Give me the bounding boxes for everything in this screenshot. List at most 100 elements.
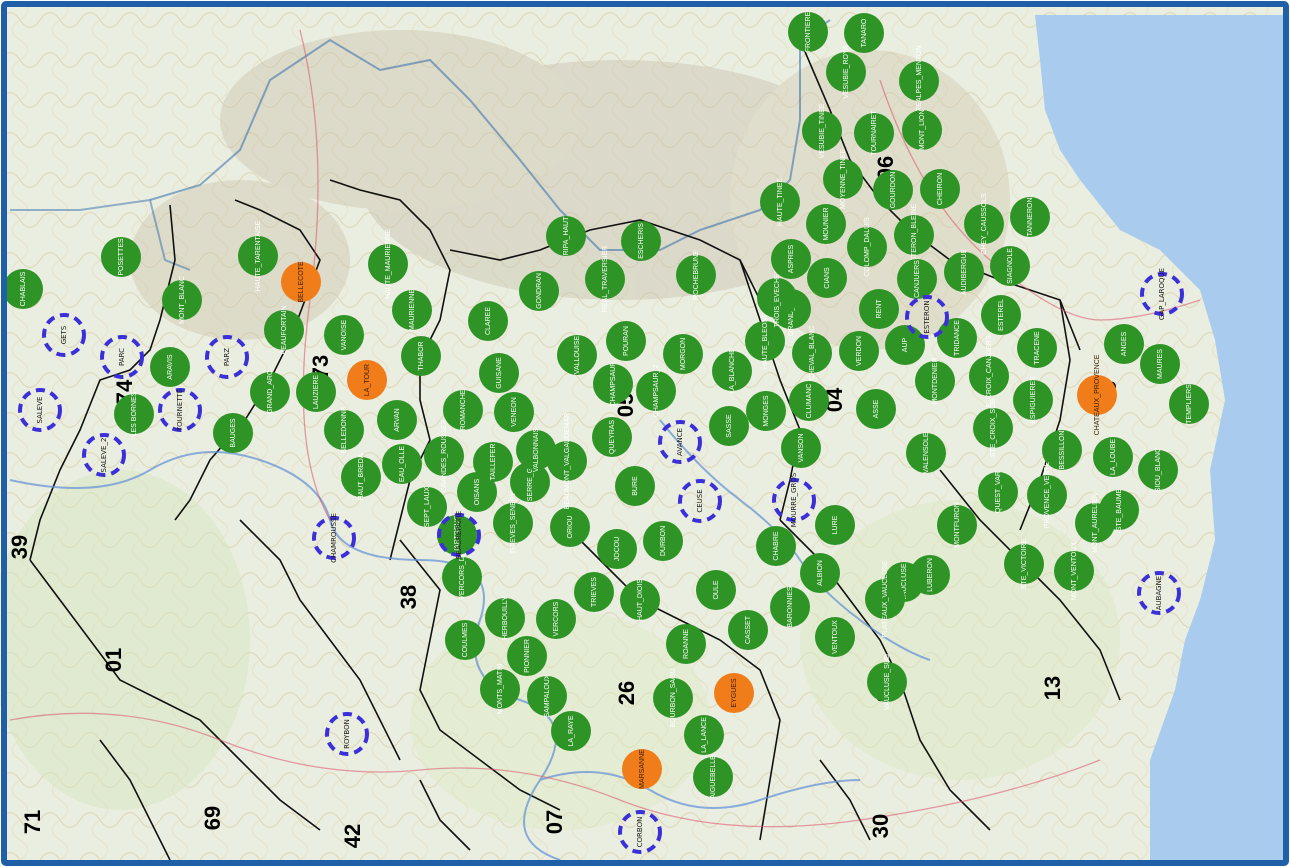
- green-site-marker[interactable]: [1099, 490, 1139, 530]
- green-site-marker[interactable]: [1013, 380, 1053, 420]
- green-site[interactable]: QUEST_VAR: [978, 471, 1018, 513]
- green-site[interactable]: HAUTE_MAURIENNE: [368, 229, 408, 299]
- green-site[interactable]: PLATEAUX_VAUCLUSE: [865, 560, 905, 638]
- green-site-marker[interactable]: [341, 457, 381, 497]
- green-site-marker[interactable]: [473, 442, 513, 482]
- green-site[interactable]: MONTDENIER: [915, 357, 955, 405]
- green-site-marker[interactable]: [437, 515, 477, 555]
- green-site-marker[interactable]: [468, 301, 508, 341]
- green-site-marker[interactable]: [756, 526, 796, 566]
- green-site-marker[interactable]: [519, 271, 559, 311]
- green-site[interactable]: ROMANCHE: [443, 389, 483, 430]
- green-site[interactable]: TAILLEFER: [473, 442, 513, 482]
- green-site-marker[interactable]: [653, 678, 693, 718]
- green-site-marker[interactable]: [597, 529, 637, 569]
- green-site-marker[interactable]: [1004, 544, 1044, 584]
- green-site-marker[interactable]: [760, 182, 800, 222]
- dashed-site-marker[interactable]: [325, 712, 369, 756]
- green-site[interactable]: VALBONNAIS: [516, 428, 556, 473]
- green-site-marker[interactable]: [823, 159, 863, 199]
- green-site-marker[interactable]: [964, 204, 1004, 244]
- green-site-marker[interactable]: [1027, 475, 1067, 515]
- orange-site[interactable]: LA_TOUR: [347, 360, 387, 400]
- green-site[interactable]: MONTS_MATIN: [480, 664, 520, 714]
- green-site-marker[interactable]: [899, 61, 939, 101]
- green-site-marker[interactable]: [392, 290, 432, 330]
- orange-site[interactable]: EYGUES: [714, 673, 754, 713]
- green-site-marker[interactable]: [479, 353, 519, 393]
- green-site-marker[interactable]: [593, 364, 633, 404]
- green-site[interactable]: SAMPALOUX: [527, 674, 567, 718]
- green-site-marker[interactable]: [712, 351, 752, 391]
- green-site[interactable]: MOUNIER: [806, 204, 846, 244]
- green-site[interactable]: EAU_OLLE: [382, 444, 422, 484]
- green-site-marker[interactable]: [592, 417, 632, 457]
- green-site-marker[interactable]: [684, 715, 724, 755]
- green-site[interactable]: ORIOU: [550, 507, 590, 547]
- green-site-marker[interactable]: [728, 610, 768, 650]
- green-site-marker[interactable]: [981, 295, 1021, 335]
- green-site-marker[interactable]: [1010, 197, 1050, 237]
- green-site-marker[interactable]: [296, 372, 336, 412]
- dashed-site-marker[interactable]: [42, 313, 86, 357]
- green-site-marker[interactable]: [944, 252, 984, 292]
- green-site-marker[interactable]: [636, 371, 676, 411]
- green-site-marker[interactable]: [574, 572, 614, 612]
- green-site-marker[interactable]: [693, 757, 733, 797]
- green-site-marker[interactable]: [663, 334, 703, 374]
- dashed-site[interactable]: CEUSE: [678, 479, 722, 523]
- green-site-marker[interactable]: [1093, 437, 1133, 477]
- green-site-marker[interactable]: [382, 444, 422, 484]
- green-site-marker[interactable]: [424, 436, 464, 476]
- dashed-site[interactable]: ESTERON: [905, 295, 949, 339]
- green-site[interactable]: SIAGNOLE: [990, 246, 1030, 286]
- green-site[interactable]: THABOR: [401, 336, 441, 376]
- green-site[interactable]: CASSET: [728, 610, 768, 650]
- dashed-site-marker[interactable]: [158, 388, 202, 432]
- green-site[interactable]: ESTERON_BLEINE: [894, 203, 934, 266]
- dashed-site-marker[interactable]: [1137, 571, 1181, 615]
- green-site[interactable]: BOURBON_SAOU: [653, 668, 693, 728]
- green-site-marker[interactable]: [865, 579, 905, 619]
- green-site-marker[interactable]: [1169, 384, 1209, 424]
- green-site[interactable]: HAUTE_TINEE: [760, 178, 800, 227]
- green-site-marker[interactable]: [620, 580, 660, 620]
- green-site[interactable]: CHABLAIS: [3, 269, 43, 309]
- green-site-marker[interactable]: [666, 624, 706, 664]
- orange-site-marker[interactable]: [347, 360, 387, 400]
- green-site-marker[interactable]: [480, 669, 520, 709]
- dashed-site[interactable]: PARZ: [205, 335, 249, 379]
- green-site[interactable]: ROANNE: [666, 624, 706, 664]
- green-site-marker[interactable]: [516, 430, 556, 470]
- green-site[interactable]: SIOU_BLANC: [1138, 448, 1178, 492]
- green-site-marker[interactable]: [978, 472, 1018, 512]
- green-site[interactable]: GUISANE: [479, 353, 519, 393]
- green-site[interactable]: CHEIRON: [920, 169, 960, 209]
- green-site-marker[interactable]: [906, 433, 946, 473]
- dashed-site-marker[interactable]: [618, 810, 662, 854]
- green-site[interactable]: CHAMPSAUR: [593, 362, 633, 407]
- green-site-marker[interactable]: [445, 620, 485, 660]
- green-site-marker[interactable]: [885, 325, 925, 365]
- dashed-site[interactable]: BEAUREPAIRE: [437, 511, 481, 559]
- green-site[interactable]: STE_VICTOIRE: [1004, 538, 1044, 589]
- green-site[interactable]: BELLEDONNE: [324, 406, 364, 454]
- green-site-marker[interactable]: [150, 347, 190, 387]
- green-site[interactable]: LAUZIERE: [296, 372, 336, 412]
- green-site[interactable]: PROVENCE_VERTE: [1027, 461, 1067, 528]
- green-site[interactable]: TANNERON: [1010, 197, 1050, 237]
- green-site-marker[interactable]: [937, 318, 977, 358]
- green-site-marker[interactable]: [401, 336, 441, 376]
- green-site[interactable]: ESPIGUIERES: [1013, 376, 1053, 424]
- green-site-marker[interactable]: [973, 408, 1013, 448]
- green-site[interactable]: VENEON: [494, 392, 534, 432]
- green-site-marker[interactable]: [643, 521, 683, 561]
- orange-site[interactable]: CHATEAUX_PROVENCE: [1077, 354, 1117, 435]
- green-site-marker[interactable]: [839, 331, 879, 371]
- green-site[interactable]: ALBION: [800, 553, 840, 593]
- dashed-site-marker[interactable]: [437, 513, 481, 557]
- dashed-site[interactable]: SALEVE_2: [82, 433, 126, 477]
- green-site-marker[interactable]: [789, 381, 829, 421]
- green-site[interactable]: VERDON: [839, 331, 879, 371]
- green-site-marker[interactable]: [709, 406, 749, 446]
